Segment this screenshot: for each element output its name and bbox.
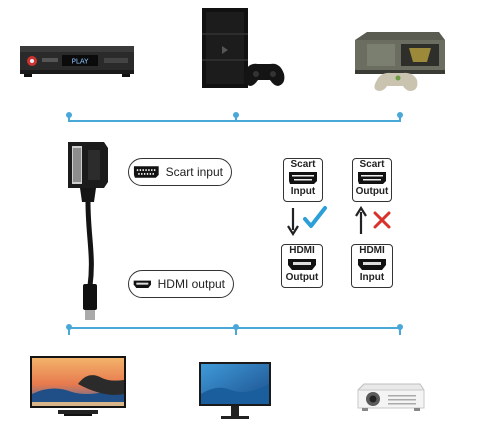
top-connector-dot-mid xyxy=(233,112,239,118)
scart-port-icon xyxy=(358,172,386,184)
arrow-up-icon xyxy=(355,206,367,234)
check-icon xyxy=(303,206,327,228)
hdmi-output-box-line1: HDMI xyxy=(289,245,315,256)
bottom-connector-dot-left xyxy=(66,324,72,330)
scart-input-box: Scart Input xyxy=(283,158,323,202)
scart-output-box-line1: Scart xyxy=(359,159,385,170)
xbox-console-icon xyxy=(355,32,445,91)
bottom-connector-rise-right xyxy=(399,327,401,335)
scart-input-box-line1: Scart xyxy=(290,159,316,170)
hdmi-output-box-line2: Output xyxy=(285,272,319,283)
top-connector-drop-left xyxy=(68,114,70,122)
bottom-connector-dot-mid xyxy=(233,324,239,330)
game-console-icon xyxy=(202,8,285,88)
hdmi-output-label: HDMI output xyxy=(128,270,234,298)
scart-port-icon xyxy=(133,166,159,178)
hdmi-port-icon xyxy=(288,259,316,270)
top-connector-drop-right xyxy=(399,114,401,122)
top-connector-drop-mid xyxy=(235,114,237,122)
scart-port-icon xyxy=(289,172,317,184)
hdmi-input-box-line1: HDMI xyxy=(359,245,385,256)
player-display-text: PLAY xyxy=(72,58,90,66)
scart-input-text: Scart input xyxy=(165,165,223,179)
scart-output-box-line2: Output xyxy=(355,186,389,197)
bottom-connector-rise-mid xyxy=(235,327,237,335)
arrow-down-icon xyxy=(287,208,299,236)
scart-input-box-line2: Input xyxy=(290,186,316,197)
top-connector-line xyxy=(68,120,401,122)
top-connector-dot-right xyxy=(397,112,403,118)
scart-hdmi-adapter-icon xyxy=(68,142,108,320)
projector-icon xyxy=(357,383,425,411)
media-player-icon: PLAY xyxy=(20,46,134,77)
hdmi-input-box: HDMI Input xyxy=(351,244,393,288)
cross-icon xyxy=(373,211,391,229)
hdmi-port-icon xyxy=(133,280,151,288)
top-connector-dot-left xyxy=(66,112,72,118)
hdmi-port-icon xyxy=(358,259,386,270)
bottom-connector-dot-right xyxy=(397,324,403,330)
monitor-icon xyxy=(199,362,271,419)
hdmi-input-box-line2: Input xyxy=(359,272,385,283)
scart-output-box: Scart Output xyxy=(352,158,392,202)
bottom-connector-rise-left xyxy=(68,327,70,335)
hdmi-output-box: HDMI Output xyxy=(281,244,323,288)
hdmi-output-text: HDMI output xyxy=(157,277,225,291)
tv-icon xyxy=(30,356,126,416)
scart-input-label: Scart input xyxy=(128,158,232,186)
